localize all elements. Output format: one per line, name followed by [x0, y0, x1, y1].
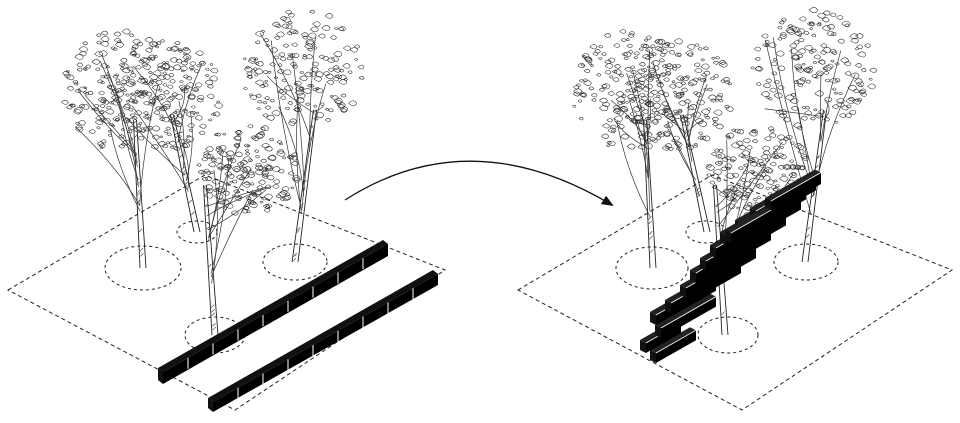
bench-row-2	[208, 270, 438, 412]
tree-pit-circle	[697, 316, 759, 354]
tree	[61, 28, 175, 269]
ground-plane-before	[6, 174, 447, 411]
stacked-bar	[765, 169, 822, 211]
ground-plane-after	[516, 174, 954, 411]
tree	[110, 39, 224, 233]
tree-pit-circle	[104, 245, 182, 291]
stacked-bench-sculpture	[640, 169, 822, 363]
panel-before	[6, 9, 447, 412]
tree	[620, 38, 734, 233]
stacked-bar	[655, 293, 717, 338]
panel-after	[516, 7, 954, 411]
stacked-bar	[650, 327, 697, 363]
tree	[196, 124, 301, 336]
trees-after	[572, 7, 878, 336]
tree-pit-circle	[615, 246, 689, 290]
bench-row-1	[158, 240, 388, 384]
trees-before	[61, 9, 365, 336]
tree-pit-circle	[262, 243, 328, 281]
tree-pit-circle	[773, 243, 839, 281]
transition-arrow	[344, 160, 614, 207]
stacked-bar	[725, 207, 772, 243]
tree	[242, 9, 365, 263]
